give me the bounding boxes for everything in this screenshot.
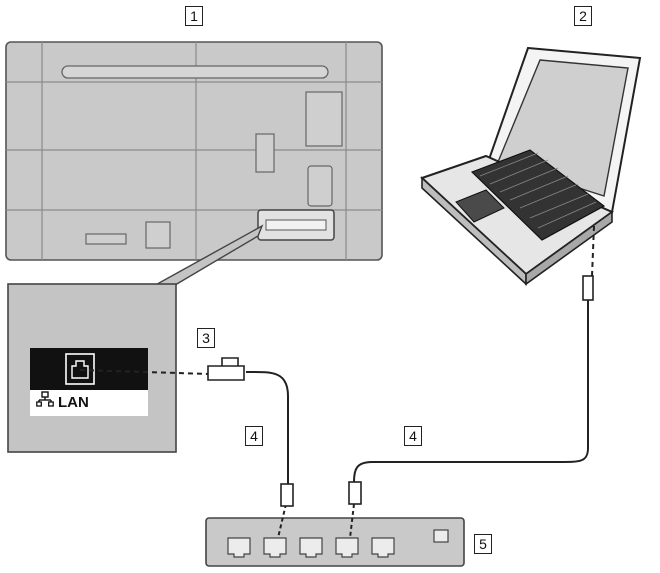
lan-terminal-zoom	[7, 224, 264, 453]
display-rear-panel	[5, 41, 383, 261]
callout-hub: 5	[474, 534, 492, 554]
network-icon	[36, 390, 54, 416]
callout-lan-adapter: 3	[197, 328, 215, 348]
callout-display: 1	[185, 6, 203, 26]
lan-label-text: LAN	[58, 394, 89, 411]
callout-computer: 2	[574, 6, 592, 26]
lan-adapter-connector	[207, 357, 245, 381]
hub-indicator	[433, 529, 449, 543]
right-hub-plug	[348, 481, 362, 505]
laptop-computer	[420, 46, 642, 286]
lan-terminal-label: LAN	[30, 390, 148, 416]
lan-cables	[79, 225, 595, 539]
network-hub	[205, 517, 465, 567]
laptop-cable-plug	[582, 275, 594, 301]
left-hub-plug	[280, 483, 294, 507]
lan-port-icon	[65, 353, 95, 385]
callout-lan-cable-right: 4	[404, 426, 422, 446]
touchpad	[455, 189, 505, 223]
callout-lan-cable-left: 4	[245, 426, 263, 446]
cable-connectors	[207, 275, 594, 507]
hub-port-row	[227, 537, 395, 558]
handle-slot	[61, 65, 329, 79]
